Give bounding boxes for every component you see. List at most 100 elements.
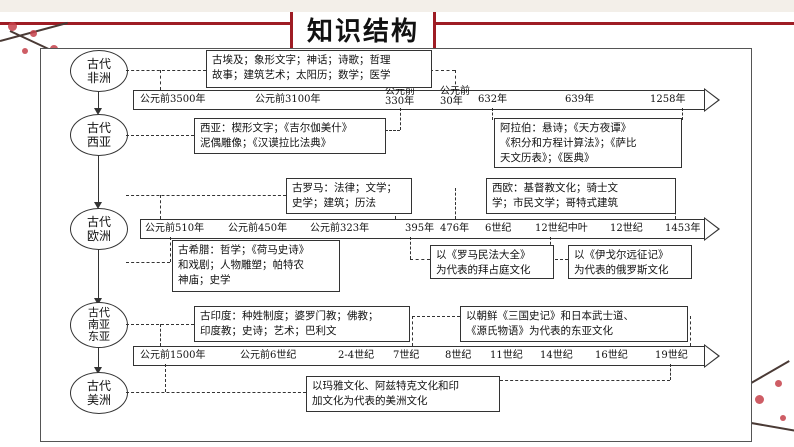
box-africa: 古埃及；象形文字；神话；诗歌；哲理 故事；建筑艺术；太阳历；数学；医学 [206,50,432,88]
connector [160,70,161,90]
plum-blossom-icon [30,30,37,37]
box-line: 西亚：楔形文字；《吉尔伽美什》 [200,122,353,134]
connector [412,316,413,346]
arrow-right-icon [704,217,720,241]
timeline-tick: 639年 [565,94,595,105]
timeline-tick: 公元前3500年 [140,94,206,105]
title-bar: 知识结构 [0,12,794,52]
title-frame: 知识结构 [290,12,436,52]
box-line: 以《罗马民法大全》 [436,249,531,261]
node-label: 美洲 [86,393,111,407]
connector [160,324,161,346]
connector [412,316,460,317]
timeline-tick: 公元前510年 [145,223,205,234]
box-line: 古希腊：哲学；《荷马史诗》 [178,244,310,256]
spine-arrow [94,202,102,209]
spine-line [98,248,99,302]
timeline-tick: 公元前323年 [310,223,370,234]
box-line: 和戏剧；人物雕塑；帕特农 [178,259,304,271]
node-label: 古代 [86,121,111,135]
timeline-tick: 公元前3100年 [255,94,321,105]
timeline-tick: 14世纪 [540,350,573,361]
box-byzantine: 以《罗马民法大全》 为代表的拜占庭文化 [430,245,554,279]
connector [126,392,306,393]
connector [455,70,456,90]
timeline-tick: 632年 [478,94,508,105]
timeline-tick: 1258年 [650,94,686,105]
timeline-tick: 6世纪 [485,223,512,234]
plum-blossom-icon [780,415,786,421]
connector [126,195,286,196]
box-russia: 以《伊戈尔远征记》 为代表的俄罗斯文化 [568,245,692,279]
connector [126,135,194,136]
node-label: 古代 [88,306,110,319]
connector [165,364,166,392]
node-label: 非洲 [86,71,111,85]
box-line: 以朝鲜《三国史记》和日本武士道、 [466,310,634,322]
box-line: 为代表的俄罗斯文化 [574,264,669,276]
box-line: 古印度：种姓制度；婆罗门教；佛教； [200,310,379,322]
timeline-tick: 476年 [440,223,470,234]
connector [126,262,170,263]
box-westeurope: 西欧：基督教文化；骑士文 学；市民文学；哥特式建筑 [486,178,676,214]
connector [430,70,455,71]
box-line: 加文化为代表的美洲文化 [312,395,428,407]
node-label: 西亚 [86,135,111,149]
box-line: 泥偶雕像；《汉谟拉比法典》 [200,137,332,149]
connector [400,108,401,130]
box-line: 史学；建筑；历法 [292,197,376,209]
node-label: 古代 [86,215,111,229]
timeline-tick: 11世纪 [490,350,523,361]
node-label: 南亚东亚 [88,318,110,343]
box-line: 印度教；史诗；艺术；巴利文 [200,325,337,337]
connector [160,195,161,219]
timeline-tick: 19世纪 [655,350,688,361]
timeline-3 [133,344,720,368]
arrow-right-icon [704,88,720,112]
header-band [0,0,794,12]
timeline-tick: 公元前1500年 [140,350,206,361]
timeline-tick: 1453年 [665,223,701,234]
box-westasia: 西亚：楔形文字；《吉尔伽美什》 泥偶雕像；《汉谟拉比法典》 [194,118,386,154]
connector [170,237,171,262]
timeline-tick: 公元前330年 [385,86,415,107]
connector [410,237,411,259]
timeline-tick: 8世纪 [445,350,472,361]
box-rome: 古罗马：法律；文学； 史学；建筑；历法 [286,178,412,214]
connector [550,259,568,260]
box-line: 以玛雅文化、阿兹特克文化和印 [312,380,459,392]
box-line: 《积分和方程计算法》；《萨比 [500,137,637,149]
timeline-2 [140,217,720,241]
timeline-tick: 公元前450年 [228,223,288,234]
box-eastasia: 以朝鲜《三国史记》和日本武士道、 《源氏物语》为代表的东亚文化 [460,306,688,342]
timeline-tick: 16世纪 [595,350,628,361]
box-america: 以玛雅文化、阿兹特克文化和印 加文化为代表的美洲文化 [306,376,500,412]
spine-line [98,154,99,206]
connector [385,130,400,131]
node-label: 古代 [86,379,111,393]
page-title: 知识结构 [306,17,419,47]
box-line: 以《伊戈尔远征记》 [574,249,669,261]
connector [682,108,683,120]
box-line: 为代表的拜占庭文化 [436,264,531,276]
plum-blossom-icon [22,48,28,54]
spine-arrow [94,108,102,115]
node-europe: 古代 欧洲 [70,208,128,250]
plum-blossom-icon [755,395,764,404]
box-line: 天文历表》；《医典》 [500,152,595,164]
timeline-tick: 7世纪 [393,350,420,361]
connector [670,364,671,380]
timeline-tick: 12世纪 [610,223,643,234]
node-africa: 古代 非洲 [70,50,128,92]
timeline-tick: 公元前6世纪 [240,350,297,361]
box-line: 神庙；史学 [178,274,231,286]
arrow-right-icon [704,344,720,368]
box-greece: 古希腊：哲学；《荷马史诗》 和戏剧；人物雕塑；帕特农 神庙；史学 [172,240,340,292]
box-line: 学；市民文学；哥特式建筑 [492,197,618,209]
plum-blossom-icon [775,380,782,387]
box-line: 古罗马：法律；文学； [292,182,397,194]
box-line: 阿拉伯：悬诗；《天方夜谭》 [500,122,632,134]
connector [690,316,691,346]
plum-blossom-icon [8,22,17,31]
box-india: 古印度：种姓制度；婆罗门教；佛教； 印度教；史诗；艺术；巴利文 [194,306,410,342]
